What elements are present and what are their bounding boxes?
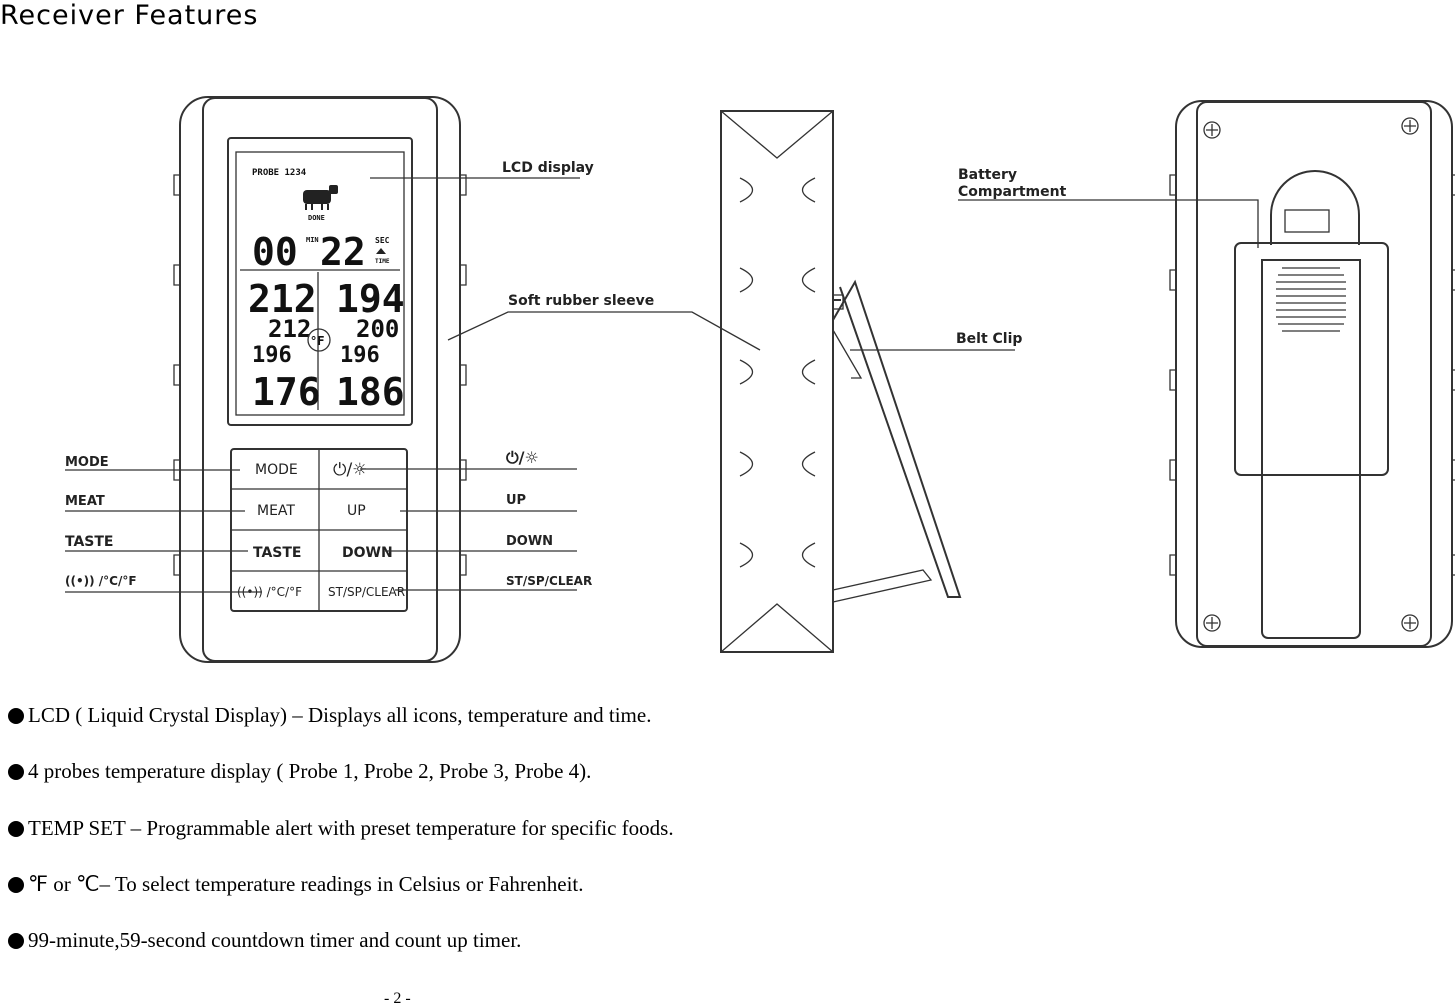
mode-callout: MODE: [65, 455, 109, 470]
up-button[interactable]: UP: [347, 503, 366, 519]
st-sp-clear-callout: ST/SP/CLEAR: [506, 574, 592, 588]
bullet-icon: [8, 707, 24, 724]
unit-label: °F: [310, 334, 324, 348]
unit-circle: [307, 328, 331, 352]
feature-item: ℉ or ℃– To select temperature readings i…: [0, 872, 584, 897]
meat-callout: MEAT: [65, 494, 105, 509]
bullet-icon: [8, 763, 24, 780]
up-callout: UP: [506, 493, 526, 508]
feature-item: TEMP SET – Programmable alert with prese…: [0, 816, 674, 841]
probe1-set: 212: [268, 315, 311, 343]
meat-button[interactable]: MEAT: [257, 503, 295, 519]
taste-button[interactable]: TASTE: [253, 545, 302, 561]
down-button[interactable]: DOWN: [342, 545, 393, 561]
probe2-set: 200: [356, 315, 399, 343]
belt-clip-callout: Belt Clip: [956, 331, 1022, 347]
probe2-small: 196: [340, 343, 380, 368]
page-title: Receiver Features: [0, 0, 259, 31]
lcd-display-callout: LCD display: [502, 160, 594, 176]
power-light-button[interactable]: ⏻/☼: [333, 460, 367, 480]
probe4-temp: 186: [336, 370, 405, 414]
min-label: MIN: [306, 236, 319, 244]
feature-item: 4 probes temperature display ( Probe 1, …: [0, 759, 591, 784]
taste-callout: TASTE: [65, 534, 114, 550]
done-label: DONE: [308, 214, 325, 222]
timer-seconds: 22: [320, 230, 366, 274]
feature-item: LCD ( Liquid Crystal Display) – Displays…: [0, 703, 651, 728]
bullet-icon: [8, 876, 24, 893]
front-callouts: LCD display Soft rubber sleeve MODE MEAT…: [65, 160, 761, 593]
bullet-icon: [8, 932, 24, 949]
battery-callout-line1: Battery: [958, 167, 1017, 183]
mode-button[interactable]: MODE: [255, 462, 298, 478]
cow-icon: [303, 185, 338, 210]
screw-icon: [1203, 117, 1419, 632]
time-label: TIME: [375, 258, 390, 265]
back-view: [1169, 100, 1455, 648]
receiver-diagram: PROBE 1234 DONE 00 MIN 22 SEC TIME 212 1…: [65, 96, 1455, 663]
sleeve-grip-pattern: [739, 177, 816, 568]
feature-item: 99-minute,59-second countdown timer and …: [0, 928, 521, 953]
down-callout: DOWN: [506, 534, 553, 549]
probe-label: PROBE 1234: [252, 168, 307, 178]
bullet-icon: [8, 820, 24, 837]
probe1-small: 196: [252, 343, 292, 368]
st-sp-clear-button[interactable]: ST/SP/CLEAR: [328, 585, 405, 599]
page-number: - 2 -: [384, 990, 411, 1007]
alarm-unit-callout: ((•)) /°C/°F: [65, 574, 137, 588]
soft-rubber-sleeve-callout: Soft rubber sleeve: [508, 293, 654, 309]
vent-slots: [1276, 267, 1346, 332]
front-view: PROBE 1234 DONE 00 MIN 22 SEC TIME 212 1…: [173, 96, 467, 663]
probe1-temp: 212: [248, 277, 317, 321]
battery-callout-line2: Compartment: [958, 184, 1067, 200]
alarm-unit-button[interactable]: ((•)) /°C/°F: [237, 585, 302, 599]
up-triangle-icon: [376, 248, 386, 254]
timer-minutes: 00: [252, 230, 298, 274]
sec-label: SEC: [375, 236, 390, 245]
probe3-temp: 176: [252, 370, 321, 414]
probe2-temp: 194: [336, 277, 405, 321]
side-view: [720, 110, 962, 653]
power-light-callout: ⏻/☼: [506, 448, 539, 467]
